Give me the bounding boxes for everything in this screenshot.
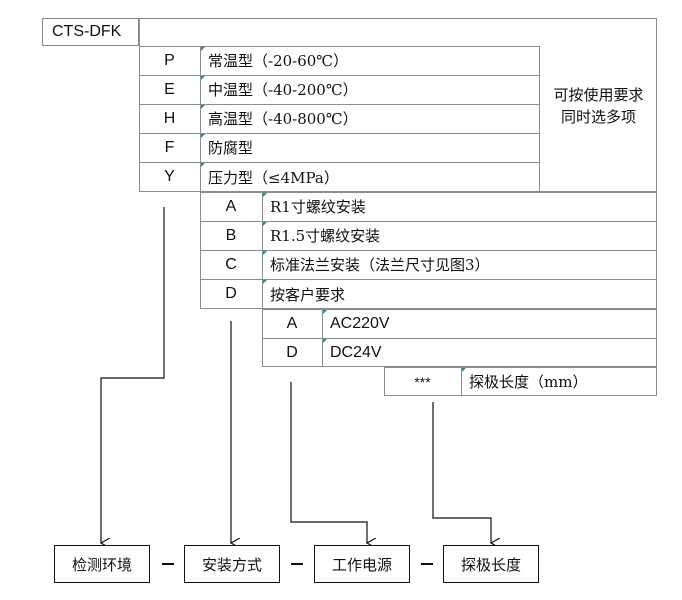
power-label-d: DC24V xyxy=(330,343,382,361)
env-tick xyxy=(201,134,205,138)
environment-table xyxy=(139,46,540,192)
mount-label-b: R1.5寸螺纹安装 xyxy=(270,227,381,245)
env-label-h: 高温型（-40-800℃） xyxy=(208,110,358,128)
env-label-f: 防腐型 xyxy=(208,139,254,157)
mount-label-c: 标准法兰安装（法兰尺寸见图3） xyxy=(270,256,490,274)
env-code-e: E xyxy=(164,80,175,98)
mount-tick xyxy=(263,280,267,284)
env-row-divider xyxy=(139,162,540,163)
env-code-y: Y xyxy=(164,168,175,185)
env-tick xyxy=(201,47,205,51)
power-code-a: A xyxy=(286,314,298,332)
env-label-y: 压力型（≤4MPa） xyxy=(208,168,339,187)
env-code-h: H xyxy=(163,109,176,127)
probe-connector xyxy=(432,402,491,543)
mount-row-divider xyxy=(200,279,657,280)
bottom-mounting: 安装方式 xyxy=(184,545,280,583)
probe-tick xyxy=(462,368,466,372)
mount-row-divider xyxy=(200,250,657,251)
note-line-2: 同时选多项 xyxy=(560,108,636,126)
env-tick xyxy=(201,76,205,80)
env-row-divider xyxy=(139,104,540,105)
power-connector xyxy=(290,382,367,543)
env-tick xyxy=(201,163,205,167)
mount-code-c: C xyxy=(225,255,237,273)
mount-row-divider xyxy=(200,221,657,222)
model-code: CTS-DFK xyxy=(52,23,122,40)
mount-tick xyxy=(263,251,267,255)
env-row-divider xyxy=(139,75,540,76)
bottom-probe: 探极长度 xyxy=(443,545,539,583)
probe-table xyxy=(384,367,657,396)
environment-code-divider xyxy=(200,46,201,192)
probe-label: 探极长度（mm） xyxy=(469,373,588,391)
separator-dash xyxy=(421,563,433,565)
env-tick xyxy=(201,105,205,109)
separator-dash xyxy=(162,563,174,565)
env-row-divider xyxy=(139,133,540,134)
mount-label-d: 按客户要求 xyxy=(270,285,346,304)
mount-tick xyxy=(263,193,267,197)
power-label-a: AC220V xyxy=(330,314,390,332)
mount-code-b: B xyxy=(225,226,237,244)
env-code-f: F xyxy=(164,138,175,156)
note-line-1: 可按使用要求 xyxy=(553,86,644,104)
probe-code: *** xyxy=(414,373,431,390)
env-code-p: P xyxy=(164,51,175,69)
model-code-box xyxy=(42,18,139,46)
bottom-environment: 检测环境 xyxy=(54,545,150,583)
mount-tick xyxy=(263,222,267,226)
power-row-divider xyxy=(262,338,657,339)
power-code-d: D xyxy=(286,343,298,361)
mount-label-a: R1寸螺纹安装 xyxy=(270,198,366,216)
mount-code-a: A xyxy=(225,197,237,215)
probe-code-divider xyxy=(461,367,462,396)
environment-connector xyxy=(101,207,165,543)
mount-code-d: D xyxy=(225,285,237,302)
separator-dash xyxy=(291,563,303,565)
power-tick xyxy=(323,339,327,343)
env-label-p: 常温型（-20-60℃） xyxy=(208,52,349,70)
environment-note: 可按使用要求 同时选多项 xyxy=(540,84,657,128)
power-tick xyxy=(323,310,327,314)
bottom-power: 工作电源 xyxy=(314,545,410,583)
env-label-e: 中温型（-40-200℃） xyxy=(208,81,358,99)
